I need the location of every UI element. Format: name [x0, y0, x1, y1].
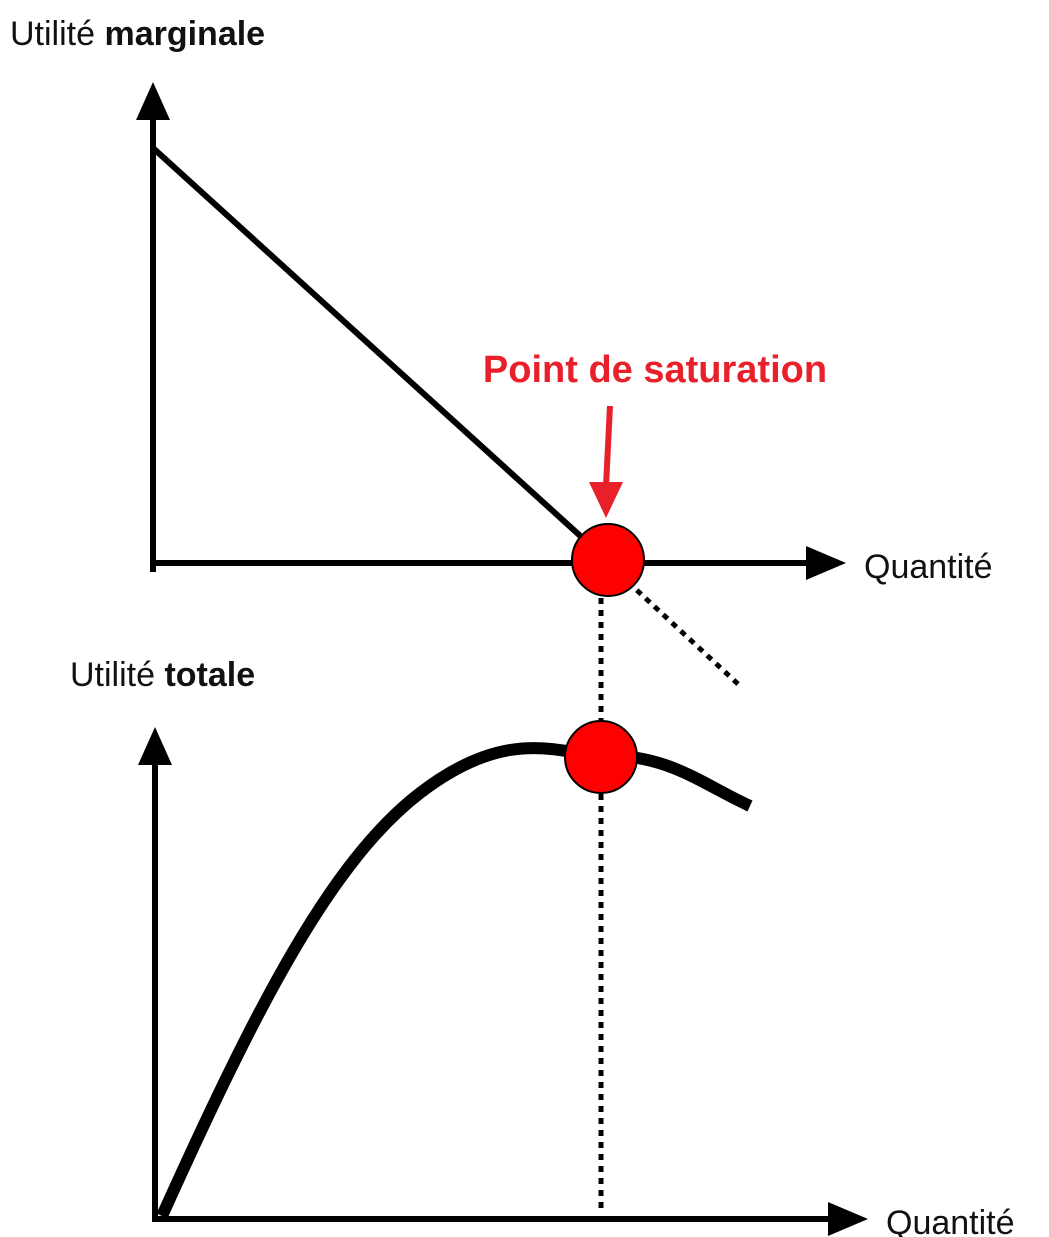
marginal-utility-ylabel: Utilité marginale	[10, 15, 265, 53]
saturation-point-label: Point de saturation	[483, 349, 827, 391]
marginal-ylabel-bold: marginale	[104, 15, 265, 53]
saturation-marker-bottom	[564, 720, 638, 794]
total-x-axis-arrowhead	[828, 1202, 868, 1236]
marginal-y-axis-arrowhead	[136, 82, 170, 120]
marginal-utility-negative-dotted	[626, 580, 740, 686]
saturation-marker-top	[571, 523, 645, 597]
marginal-utility-line	[150, 145, 601, 555]
marginal-x-axis-label: Quantité	[864, 548, 993, 586]
total-x-axis-label: Quantité	[886, 1204, 1015, 1237]
total-y-axis-arrowhead	[138, 727, 172, 765]
marginal-utility-chart: Utilité marginale Quantité Point de satu…	[10, 15, 993, 686]
marginal-ylabel-prefix: Utilité	[10, 15, 104, 53]
saturation-arrow-head	[589, 482, 623, 518]
total-ylabel-bold: totale	[164, 656, 255, 694]
total-ylabel-prefix: Utilité	[70, 656, 164, 694]
saturation-arrow-shaft	[603, 405, 613, 487]
total-utility-curve	[156, 742, 753, 1219]
total-utility-ylabel: Utilité totale	[70, 656, 255, 694]
marginal-x-axis-arrowhead	[806, 546, 846, 580]
total-utility-chart: Utilité totale Quantité	[70, 656, 1015, 1237]
